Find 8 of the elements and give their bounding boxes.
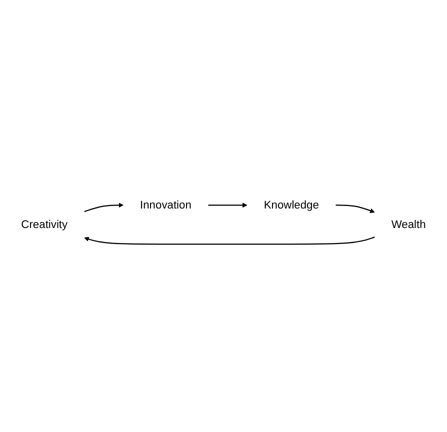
node-text: Knowledge	[264, 198, 319, 211]
arrow	[84, 236, 375, 244]
node-text: Wealth	[391, 218, 426, 230]
arrow	[84, 202, 124, 212]
arrow	[336, 204, 375, 213]
node-text: Creativity	[21, 218, 68, 230]
arrow	[208, 202, 248, 208]
node-text: Innovation	[140, 198, 192, 211]
